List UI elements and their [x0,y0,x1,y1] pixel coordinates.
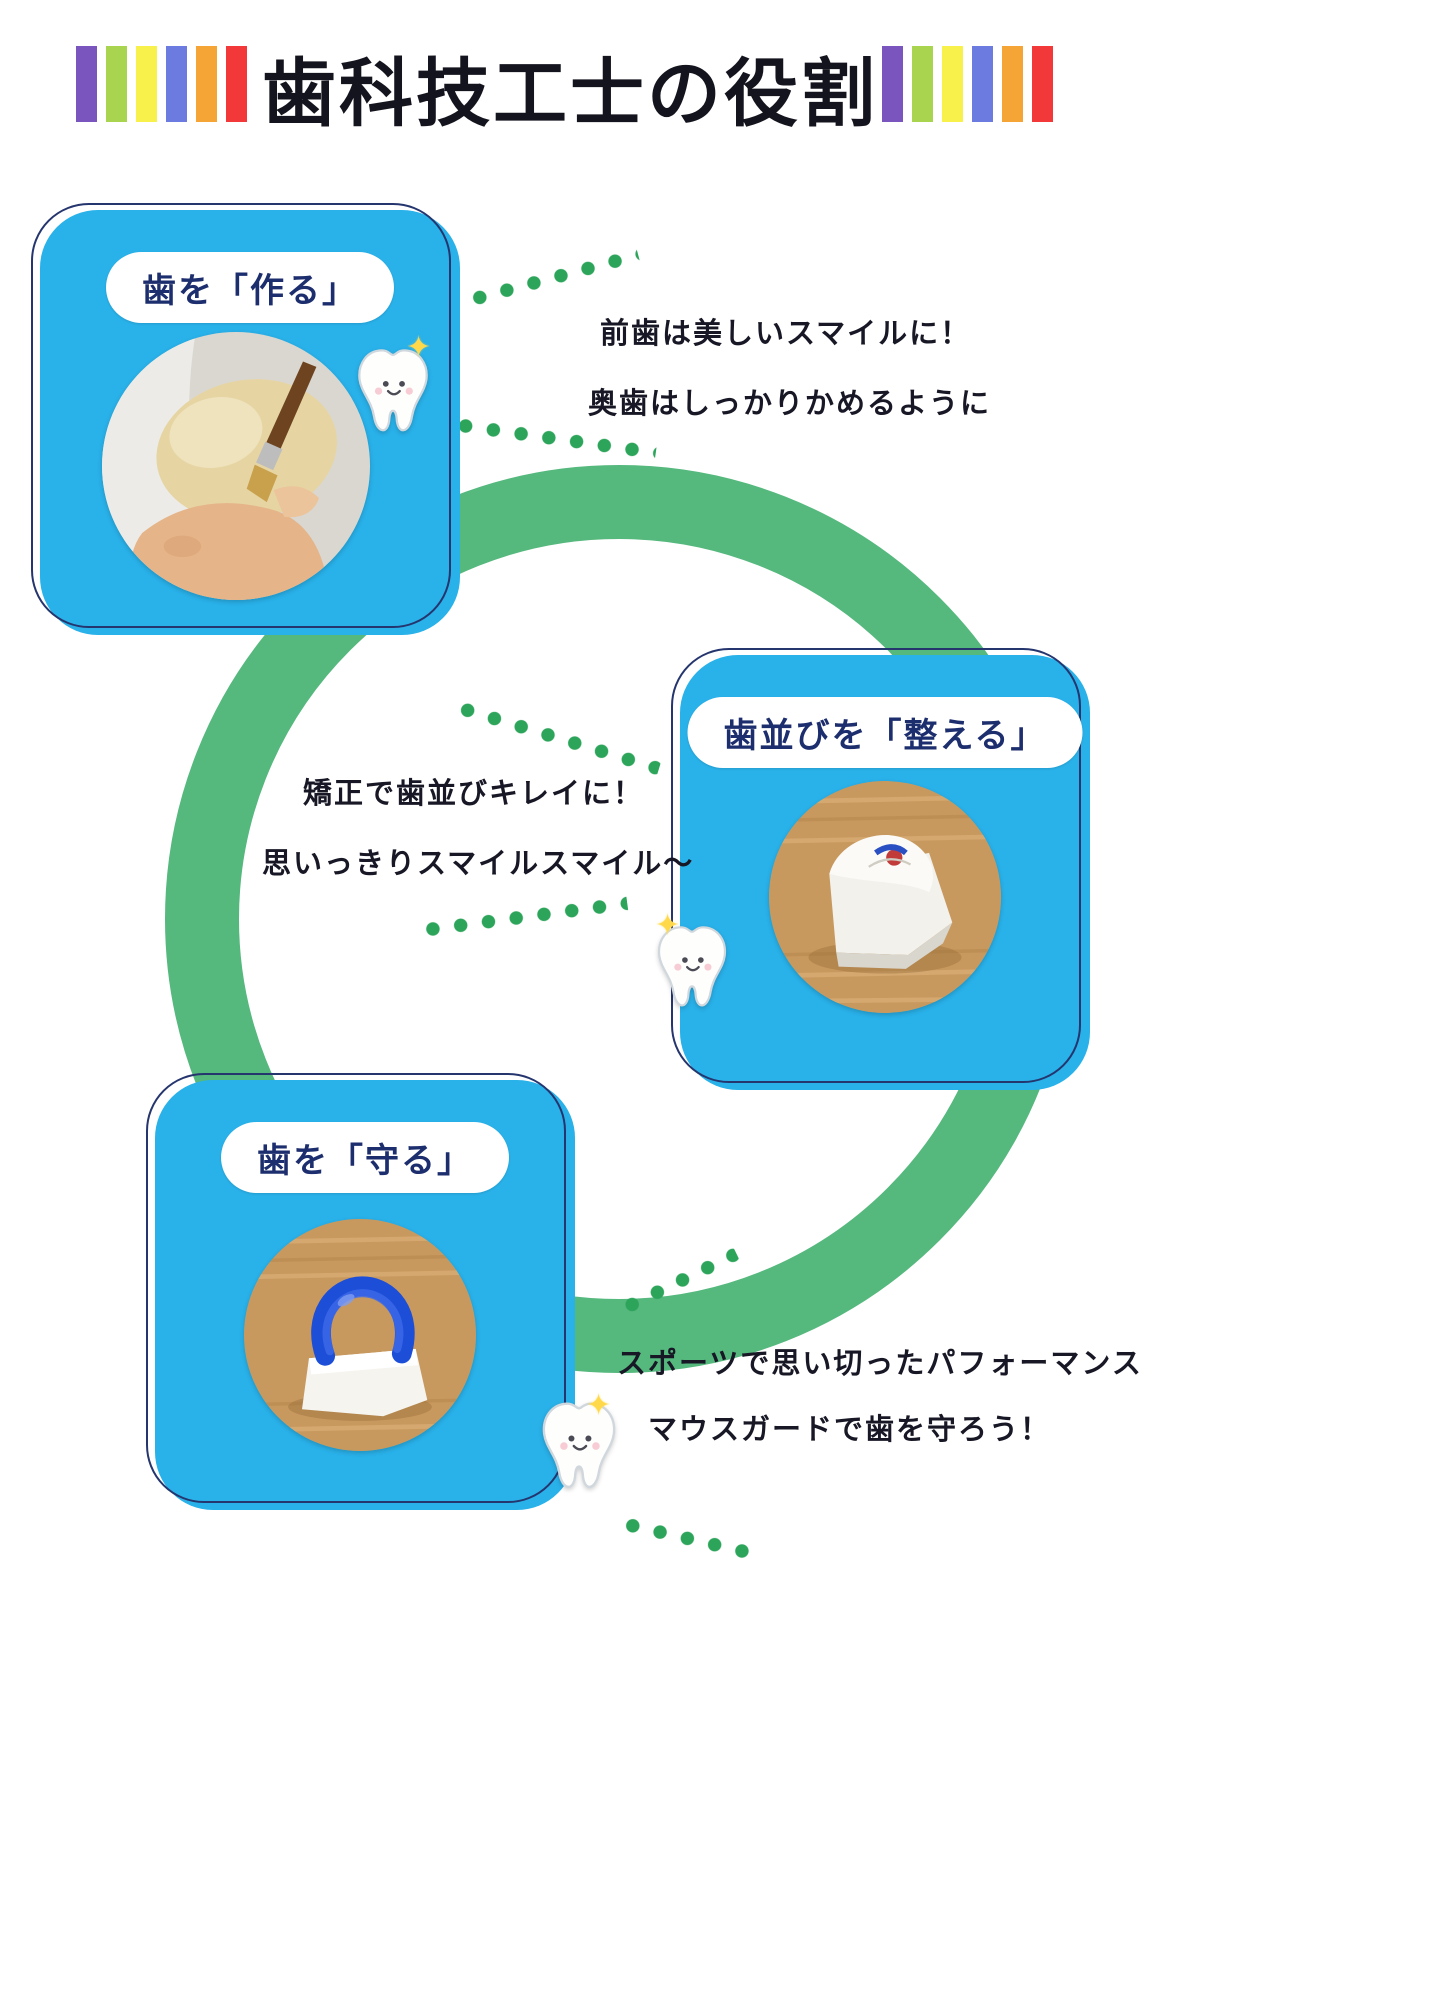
decor-bar [972,46,993,122]
decor-bar [882,46,903,122]
annotation-protect-line2: マウスガードで歯を守ろう！ [648,1414,1052,1446]
decor-bar [226,46,247,122]
card-align-teeth: 歯並びを「整える」 [680,655,1090,1090]
decor-bar [196,46,217,122]
dotted-connector [623,1516,752,1561]
orthodontic-plaster-model-photo [769,781,1001,1013]
decor-bars-right [882,46,1053,122]
sparkle-icon: ✦ [406,331,432,364]
plaster-model-with-hands-photo [102,332,370,600]
decor-bar [106,46,127,122]
annotation-align-line2: 思いっきりスマイルスマイル～ [262,848,695,880]
card-label: 歯並びを「整える」 [723,717,1047,755]
decor-bars-left [76,46,247,122]
card-label: 歯を「守る」 [257,1142,473,1180]
card-label-pill: 歯を「作る」 [106,252,394,323]
decor-bar [1032,46,1053,122]
card-label-pill: 歯並びを「整える」 [687,697,1083,768]
decor-bar [1002,46,1023,122]
decor-bar [942,46,963,122]
decor-bar [76,46,97,122]
decor-bar [136,46,157,122]
card-label-pill: 歯を「守る」 [221,1122,509,1193]
card-protect-teeth: 歯を「守る」 [155,1080,575,1510]
annotation-protect-line1: スポーツで思い切ったパフォーマンス [617,1348,1143,1380]
sparkle-icon: ✦ [586,1389,612,1422]
annotation-align-line1: 矯正で歯並びキレイに！ [303,778,645,810]
card-label: 歯を「作る」 [142,272,358,310]
decor-bar [912,46,933,122]
decor-bar [166,46,187,122]
page-title: 歯科技工士の役割 [262,52,878,135]
sparkle-icon: ✦ [655,909,681,942]
annotation-make-line1: 前歯は美しいスマイルに！ [600,318,972,350]
annotation-make-line2: 奥歯はしっかりかめるように [588,388,992,420]
blue-mouthguard-model-photo [244,1219,476,1451]
